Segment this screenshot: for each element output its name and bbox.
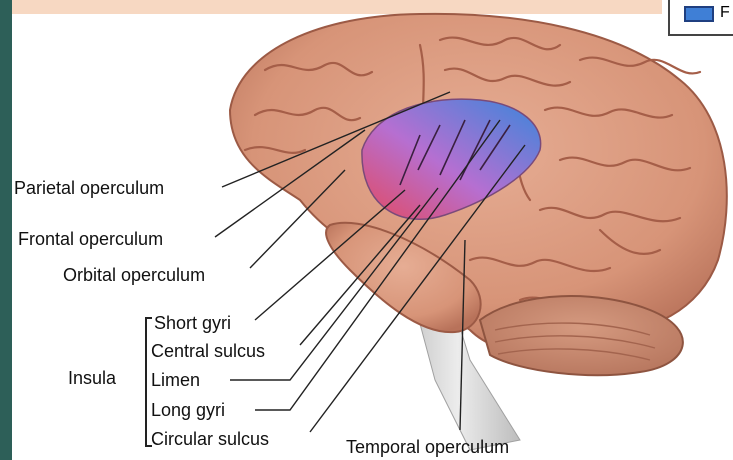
- label-orbital-operculum: Orbital operculum: [63, 265, 205, 285]
- label-insula: Insula: [68, 368, 116, 388]
- label-short-gyri: Short gyri: [154, 313, 231, 333]
- label-limen: Limen: [151, 370, 200, 390]
- label-circular-sulcus: Circular sulcus: [151, 429, 269, 449]
- label-temporal-operculum: Temporal operculum: [346, 437, 509, 457]
- label-long-gyri: Long gyri: [151, 400, 225, 420]
- label-frontal-operculum: Frontal operculum: [18, 229, 163, 249]
- label-parietal-operculum: Parietal operculum: [14, 178, 164, 198]
- label-central-sulcus: Central sulcus: [151, 341, 265, 361]
